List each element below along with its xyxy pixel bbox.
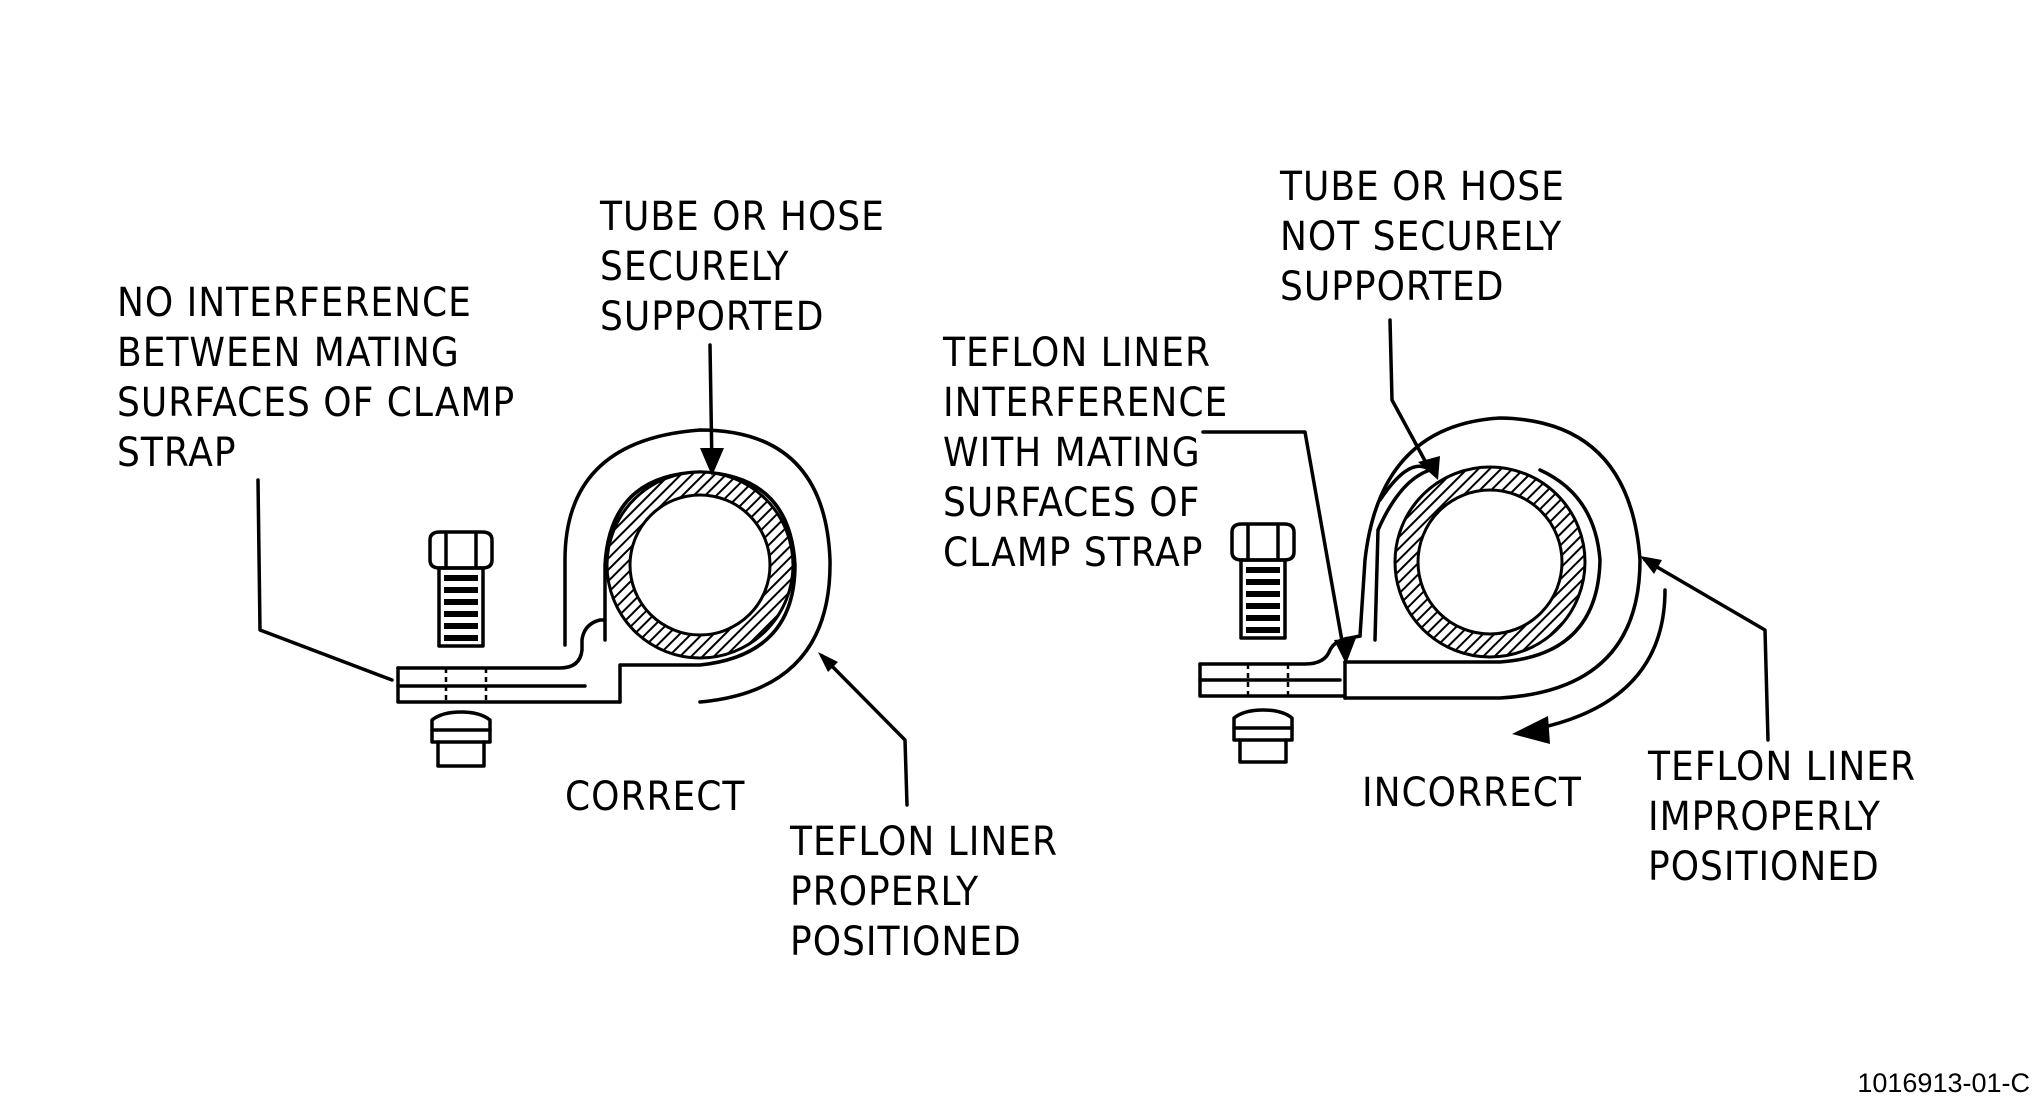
arrowhead-liner-interference — [1334, 638, 1356, 664]
label-liner-properly-positioned: TEFLON LINER PROPERLY POSITIONED — [789, 819, 1070, 965]
clamp-strap — [1198, 416, 1667, 744]
bolt-icon — [1230, 522, 1296, 640]
leader-liner-positioned — [820, 654, 909, 807]
nut-icon — [430, 710, 492, 768]
figure-code: 1016913-01-C — [1857, 1068, 2030, 1098]
caption-correct: CORRECT — [565, 774, 745, 820]
label-liner-improperly-positioned: TEFLON LINER IMPROPERLY POSITIONED — [1647, 744, 1928, 890]
rotation-arrowhead — [1512, 716, 1550, 744]
clamp-strap — [396, 428, 832, 704]
incorrect-assembly: TUBE OR HOSE NOT SECURELY SUPPORTED TEFL… — [942, 164, 1928, 890]
arrowhead-tube-supported — [700, 448, 724, 476]
arrowhead-liner-improper — [1640, 556, 1662, 574]
label-no-interference: NO INTERFERENCE BETWEEN MATING SURFACES … — [117, 280, 528, 476]
arrowhead-tube-not-supported — [1418, 456, 1440, 480]
leader-no-interference — [256, 478, 394, 682]
label-tube-not-securely-supported: TUBE OR HOSE NOT SECURELY SUPPORTED — [1279, 164, 1577, 310]
rotation-arrow — [1538, 588, 1667, 730]
leader-liner-improper — [1643, 558, 1770, 742]
correct-assembly: NO INTERFERENCE BETWEEN MATING SURFACES … — [117, 194, 1070, 965]
leader-tube-not-supported — [1388, 318, 1432, 472]
leader-tube-supported — [708, 343, 714, 470]
nut-icon — [1232, 708, 1294, 764]
label-tube-securely-supported: TUBE OR HOSE SECURELY SUPPORTED — [599, 194, 897, 340]
arrowhead-liner-positioned — [818, 652, 838, 672]
bolt-icon — [428, 530, 494, 648]
caption-incorrect: INCORRECT — [1362, 770, 1582, 816]
leader-liner-interference — [1201, 430, 1347, 660]
label-liner-interference: TEFLON LINER INTERFERENCE WITH MATING SU… — [942, 330, 1241, 576]
